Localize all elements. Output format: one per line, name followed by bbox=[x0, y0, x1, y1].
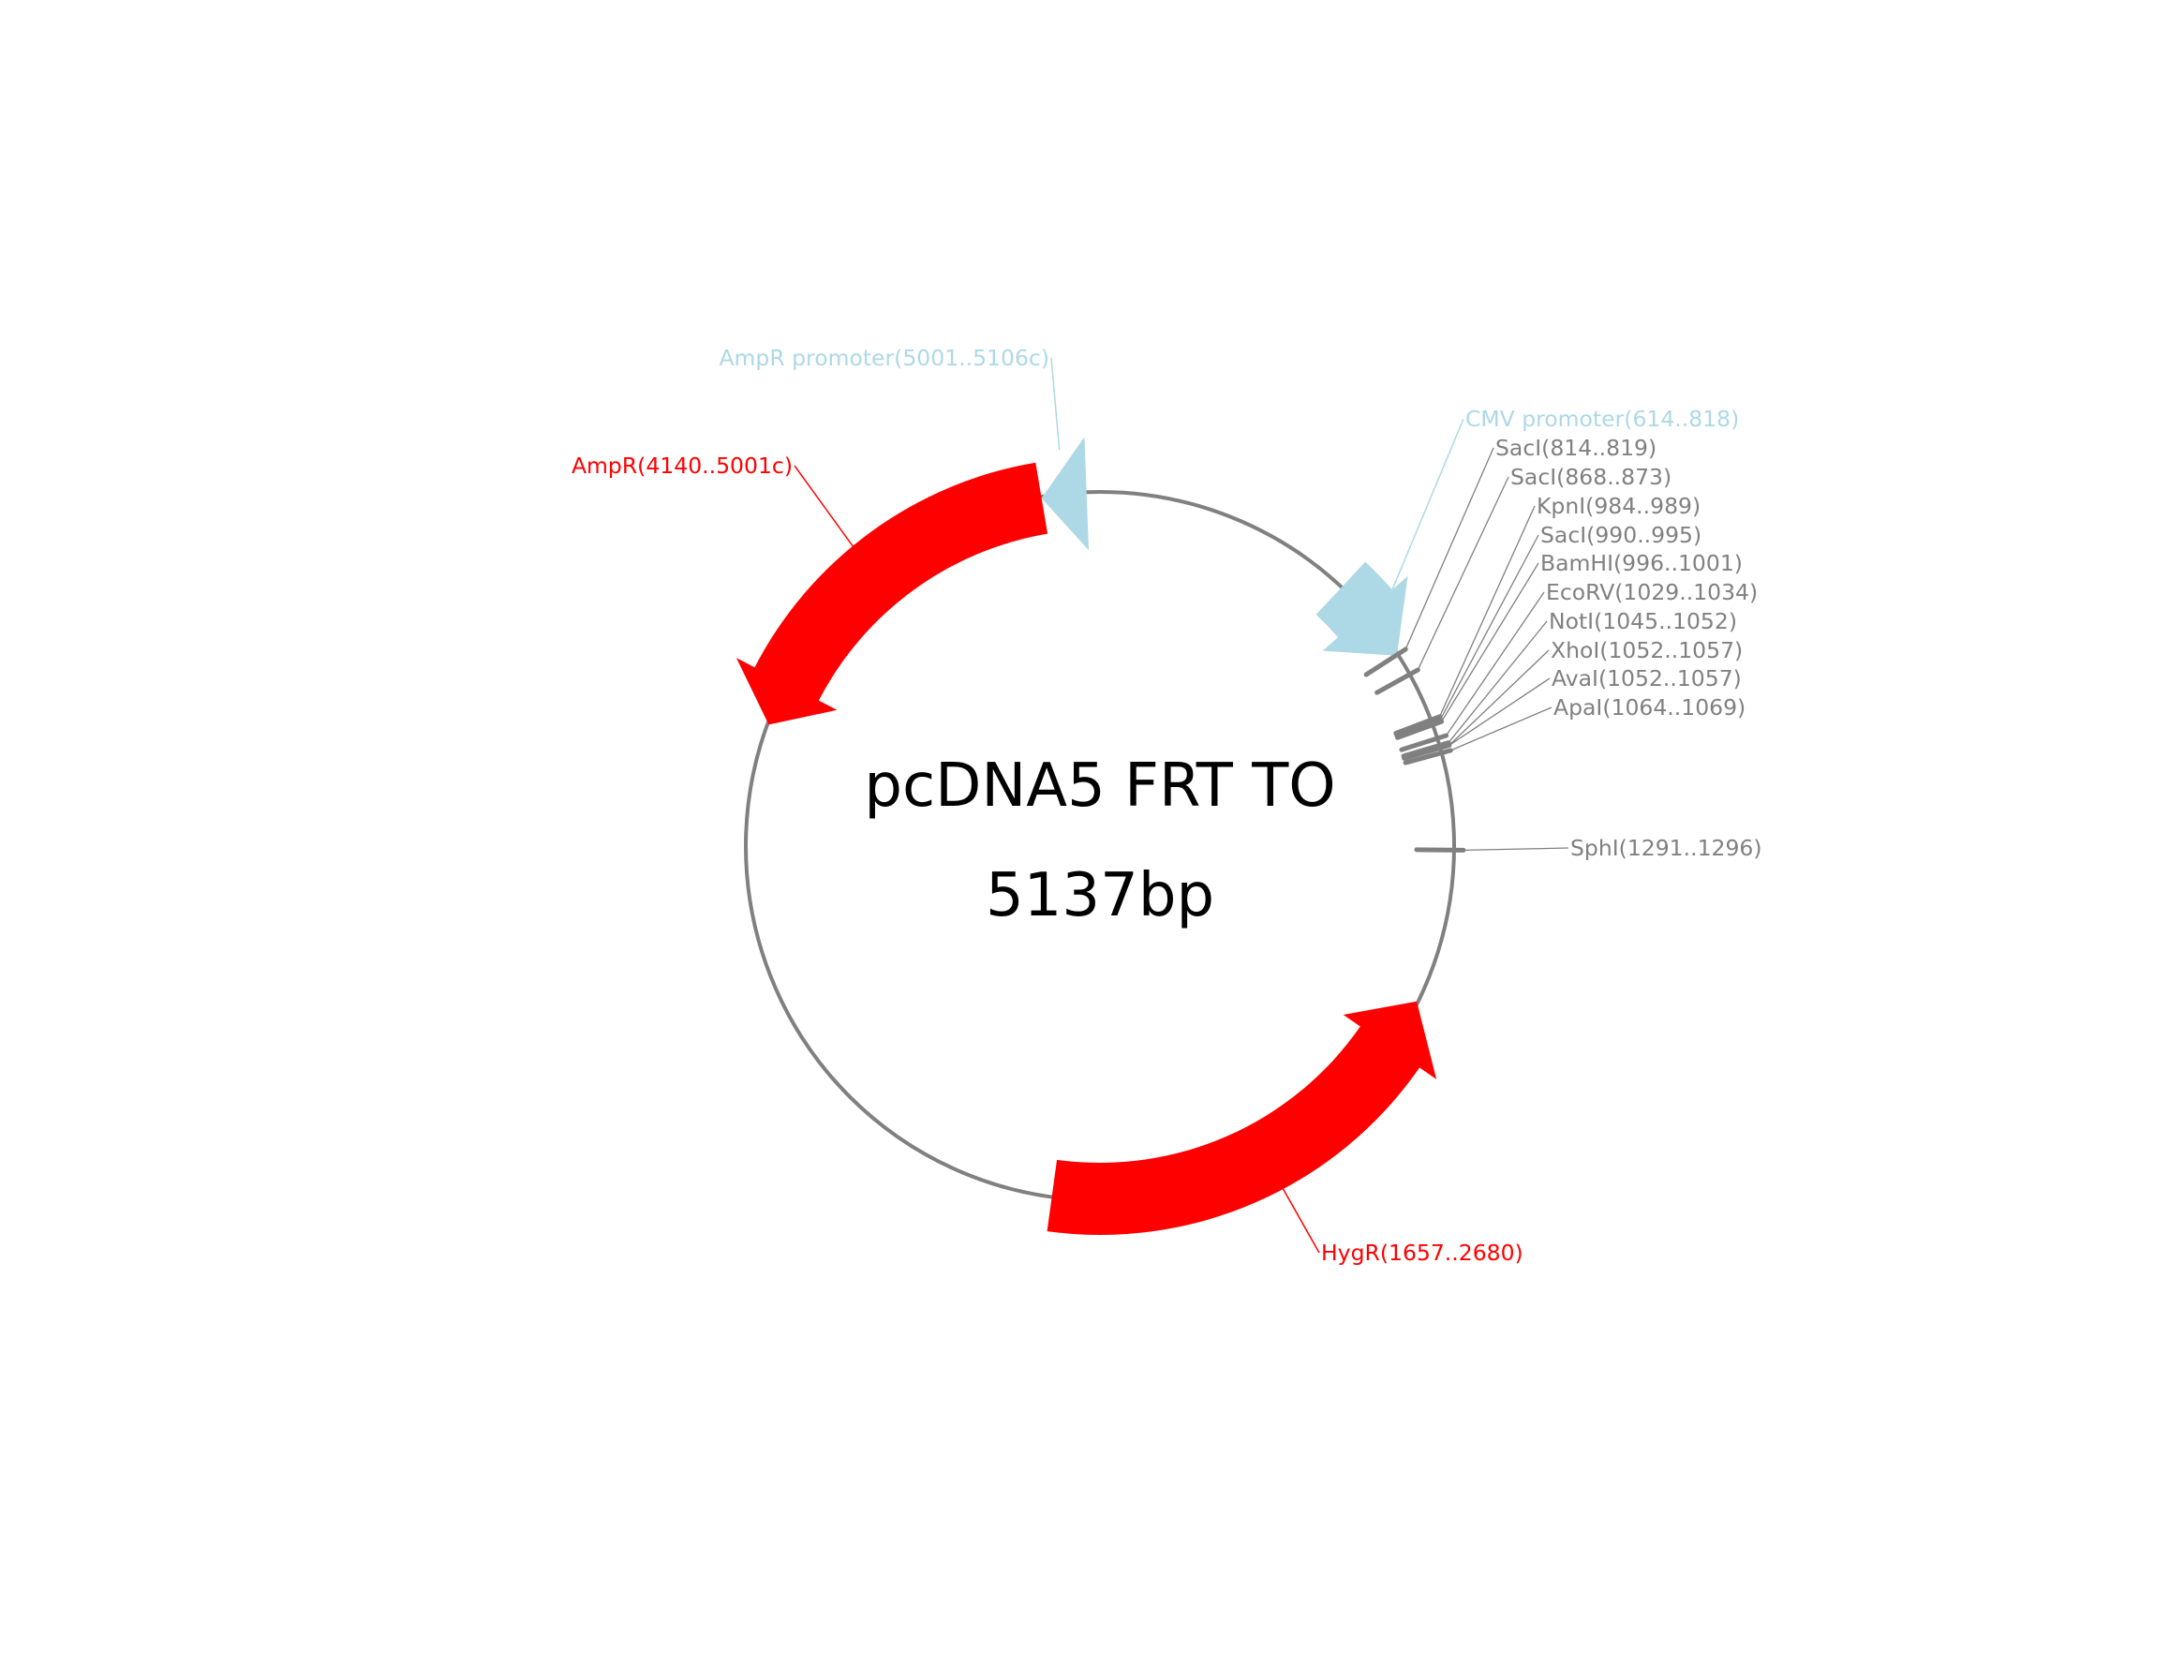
site-leader-sphi bbox=[1463, 847, 1569, 852]
features-layer bbox=[735, 437, 1437, 1236]
site-tick-noti bbox=[1401, 740, 1451, 759]
site-leader-bamhi bbox=[1440, 562, 1539, 722]
site-leader-avai bbox=[1449, 677, 1551, 746]
label-leaders-layer bbox=[794, 357, 1569, 1254]
site-tick-sphi bbox=[1414, 847, 1466, 853]
leader-line-hygr bbox=[1271, 1169, 1320, 1254]
feature-arrow-hygr bbox=[1047, 1001, 1437, 1236]
site-tick-saci-1 bbox=[1363, 647, 1408, 677]
restriction-sites-layer bbox=[1363, 647, 1466, 853]
feature-label-ampr: AmpR(4140..5001c) bbox=[572, 453, 793, 479]
site-label-sphi: SphI(1291..1296) bbox=[1570, 835, 1762, 861]
site-leader-saci-3 bbox=[1439, 534, 1539, 720]
feature-label-hygr: HygR(1657..2680) bbox=[1321, 1240, 1523, 1266]
site-tick-kpni bbox=[1393, 714, 1443, 736]
site-leader-saci-2 bbox=[1417, 476, 1509, 671]
site-tick-apai bbox=[1403, 748, 1453, 766]
site-tick-bamhi bbox=[1395, 719, 1445, 740]
site-label-saci-3: SacI(990..995) bbox=[1540, 522, 1701, 548]
site-label-avai: AvaI(1052..1057) bbox=[1552, 665, 1742, 691]
feature-arrow-ampr-promoter bbox=[1041, 437, 1090, 551]
site-leader-xhoi bbox=[1449, 649, 1550, 746]
site-leader-ecorv bbox=[1446, 591, 1545, 736]
site-label-xhoi: XhoI(1052..1057) bbox=[1551, 637, 1743, 663]
site-label-apai: ApaI(1064..1069) bbox=[1553, 694, 1746, 721]
site-label-saci-1: SacI(814..819) bbox=[1495, 435, 1657, 461]
feature-arrow-cmv-promoter bbox=[1315, 561, 1408, 656]
site-label-bamhi: BamHI(996..1001) bbox=[1540, 550, 1743, 576]
feature-label-cmv-promoter: CMV promoter(614..818) bbox=[1465, 406, 1739, 432]
plasmid-size: 5137bp bbox=[986, 861, 1214, 930]
site-leader-kpni bbox=[1438, 505, 1536, 718]
site-tick-ecorv bbox=[1399, 733, 1449, 752]
site-label-ecorv: EcoRV(1029..1034) bbox=[1546, 579, 1758, 605]
site-leader-saci-1 bbox=[1404, 447, 1494, 650]
leader-line-ampr-promoter bbox=[1050, 357, 1061, 451]
site-leader-noti bbox=[1448, 620, 1548, 744]
leader-line-cmv-promoter bbox=[1383, 418, 1464, 610]
plasmid-name: pcDNA5 FRT TO bbox=[864, 751, 1335, 821]
leader-line-ampr bbox=[794, 465, 867, 564]
site-tick-avai bbox=[1402, 742, 1452, 761]
feature-arrow-ampr bbox=[735, 462, 1048, 725]
site-label-saci-2: SacI(868..873) bbox=[1510, 464, 1671, 490]
site-label-kpni: KpnI(984..989) bbox=[1537, 493, 1701, 519]
feature-label-ampr-promoter: AmpR promoter(5001..5106c) bbox=[719, 345, 1049, 371]
labels-layer: HygR(1657..2680) AmpR(4140..5001c) AmpR pr… bbox=[572, 345, 1762, 1266]
site-tick-saci-2 bbox=[1374, 667, 1420, 695]
site-tick-saci-3 bbox=[1394, 716, 1444, 738]
site-leader-apai bbox=[1450, 706, 1553, 751]
site-label-noti: NotI(1045..1052) bbox=[1549, 608, 1737, 634]
